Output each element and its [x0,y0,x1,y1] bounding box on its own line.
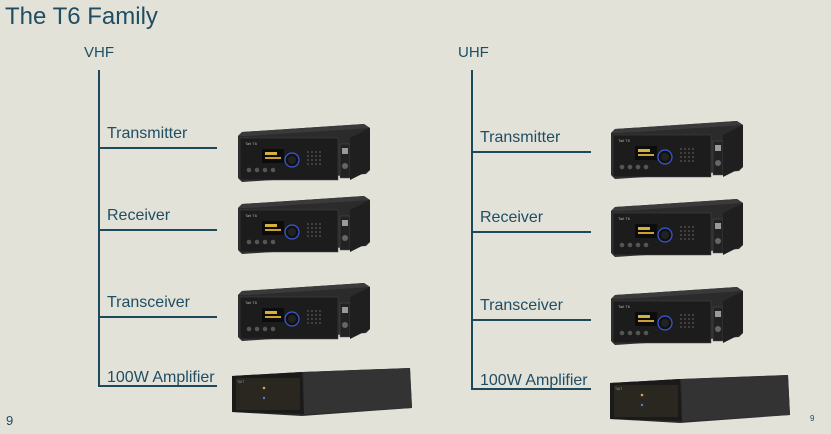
vhf-receiver-image: Tait T6 [236,196,370,259]
uhf-transmitter-label: Transmitter [480,129,561,146]
vhf-transceiver-label: Transceiver [107,294,190,311]
vhf-amplifier-label: 100W Amplifier [107,369,215,386]
vhf-transmitter-image: Tait T6 [236,124,370,187]
page-number: 9 [6,413,14,428]
uhf-receiver-image: Tait T6 [609,199,743,262]
vhf-transmitter-label: Transmitter [107,125,188,142]
uhf-amplifier-label: 100W Amplifier [480,372,588,389]
uhf-transmitter-image: Tait T6 [609,121,743,184]
vhf-transmitter-branch [98,147,217,149]
tree-trunk-vhf [98,70,100,386]
brand-label: Tait T6 [245,300,258,305]
vhf-amplifier-image: TAIT [232,368,412,421]
uhf-transceiver-image: Tait T6 [609,287,743,350]
brand-label: Tait T6 [245,141,258,146]
slide-title: The T6 Family [5,3,158,30]
uhf-transceiver-branch [471,319,591,321]
brand-label: Tait T6 [618,304,631,309]
svg-text:TAIT: TAIT [615,387,623,391]
uhf-receiver-branch [471,231,591,233]
vhf-receiver-branch [98,229,217,231]
uhf-receiver-label: Receiver [480,209,544,226]
uhf-transmitter-branch [471,151,591,153]
group-label-uhf: UHF [458,44,489,61]
uhf-transceiver-label: Transceiver [480,297,563,314]
vhf-amplifier-branch [98,385,217,387]
brand-label: Tait T6 [618,216,631,221]
brand-label: Tait T6 [245,213,258,218]
vhf-receiver-label: Receiver [107,207,171,224]
svg-text:TAIT: TAIT [237,380,245,384]
vhf-transceiver-branch [98,316,217,318]
tree-trunk-uhf [471,70,473,388]
vhf-transceiver-image: Tait T6 [236,283,370,346]
uhf-amplifier-image: TAIT [610,375,790,428]
brand-label: Tait T6 [618,138,631,143]
uhf-amplifier-branch [471,388,591,390]
group-label-vhf: VHF [84,44,114,61]
page-number-small: 9 [810,414,815,423]
